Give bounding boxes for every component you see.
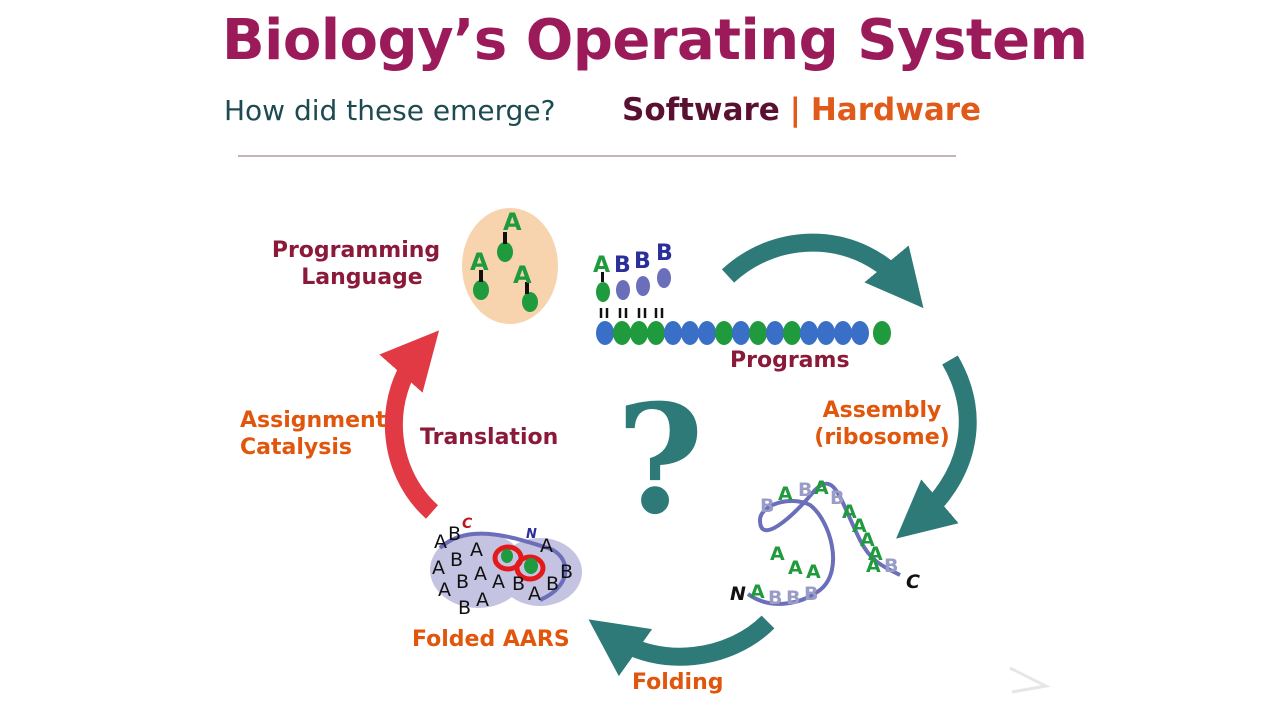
subtitle: How did these emerge? (224, 94, 556, 127)
svg-text:B: B (458, 597, 471, 619)
svg-text:B: B (512, 573, 525, 595)
arrow-to-assembly (721, 233, 924, 309)
software-hardware-legend: Software | Hardware (622, 92, 981, 128)
svg-text:B: B (656, 241, 673, 266)
label-folding: Folding (632, 670, 724, 695)
svg-text:B: B (450, 549, 463, 571)
svg-text:A: A (814, 477, 829, 499)
arrow-translation (379, 330, 440, 519)
svg-text:A: A (778, 483, 793, 505)
svg-text:N: N (526, 527, 537, 542)
svg-text:A: A (513, 261, 532, 289)
svg-text:A: A (750, 581, 765, 603)
svg-text:A: A (770, 543, 785, 565)
svg-text:B: B (884, 555, 898, 577)
svg-text:A: A (868, 543, 883, 565)
svg-text:A: A (438, 579, 451, 601)
svg-text:C: C (906, 571, 920, 593)
svg-text:B: B (768, 587, 782, 609)
svg-text:B: B (560, 561, 573, 583)
svg-text:A: A (434, 531, 447, 553)
svg-text:B: B (798, 479, 812, 501)
svg-text:A: A (492, 571, 505, 593)
adaptors: A B B B (593, 241, 673, 302)
amino-acid-a-2: A (470, 248, 489, 300)
bead-chain (596, 321, 891, 345)
svg-text:A: A (593, 253, 610, 278)
title-divider (238, 155, 956, 157)
svg-text:B: B (786, 587, 800, 609)
svg-text:B: B (830, 487, 844, 509)
svg-text:B: B (614, 253, 631, 278)
svg-text:A: A (860, 529, 875, 551)
svg-text:C: C (462, 516, 473, 532)
svg-text:A: A (852, 515, 867, 537)
legend-separator: | (789, 92, 801, 128)
svg-text:A: A (540, 535, 553, 557)
arrow-to-folded-aars (588, 615, 775, 677)
svg-text:A: A (806, 561, 821, 583)
svg-text:B: B (448, 523, 461, 545)
svg-text:B: B (546, 573, 559, 595)
arrow-to-folding (896, 355, 977, 539)
label-assembly: Assembly (ribosome) (814, 398, 950, 450)
svg-text:A: A (842, 501, 857, 523)
svg-text:A: A (470, 539, 483, 561)
svg-text:A: A (503, 208, 522, 236)
base-pairing-ticks (599, 308, 664, 318)
svg-text:N: N (730, 583, 746, 605)
svg-text:A: A (432, 557, 445, 579)
folded-aars: A B A B A A B A A B A B A B B A C N (430, 516, 582, 619)
svg-text:B: B (804, 583, 818, 605)
svg-text:A: A (474, 563, 487, 585)
label-programming-language: Programming Language (271, 238, 441, 290)
amino-acid-a-1: A (497, 208, 522, 262)
svg-text:B: B (634, 249, 651, 274)
page-title: Biology’s Operating System (222, 8, 1088, 73)
legend-software: Software (622, 92, 780, 128)
svg-text:A: A (866, 555, 881, 577)
svg-text:A: A (528, 583, 541, 605)
programs-strand: A B B B (593, 241, 891, 345)
label-assignment-catalysis: Assignment Catalysis (240, 408, 387, 460)
amino-acid-a-3: A (513, 261, 538, 312)
watermark-chevron (1009, 666, 1051, 694)
svg-text:B: B (456, 571, 469, 593)
svg-text:A: A (470, 248, 489, 276)
label-folded-aars: Folded AARS (412, 627, 570, 652)
svg-text:A: A (788, 557, 803, 579)
label-programs: Programs (730, 348, 850, 373)
assembled-chain: B A B A B A A A A A B C N A B B B A A A (730, 477, 920, 609)
programming-language-blob: A A A (462, 208, 558, 324)
svg-text:B: B (760, 495, 774, 517)
svg-text:A: A (476, 589, 489, 611)
question-mark: ? (616, 372, 704, 548)
label-translation: Translation (420, 425, 559, 450)
legend-hardware: Hardware (810, 92, 982, 128)
